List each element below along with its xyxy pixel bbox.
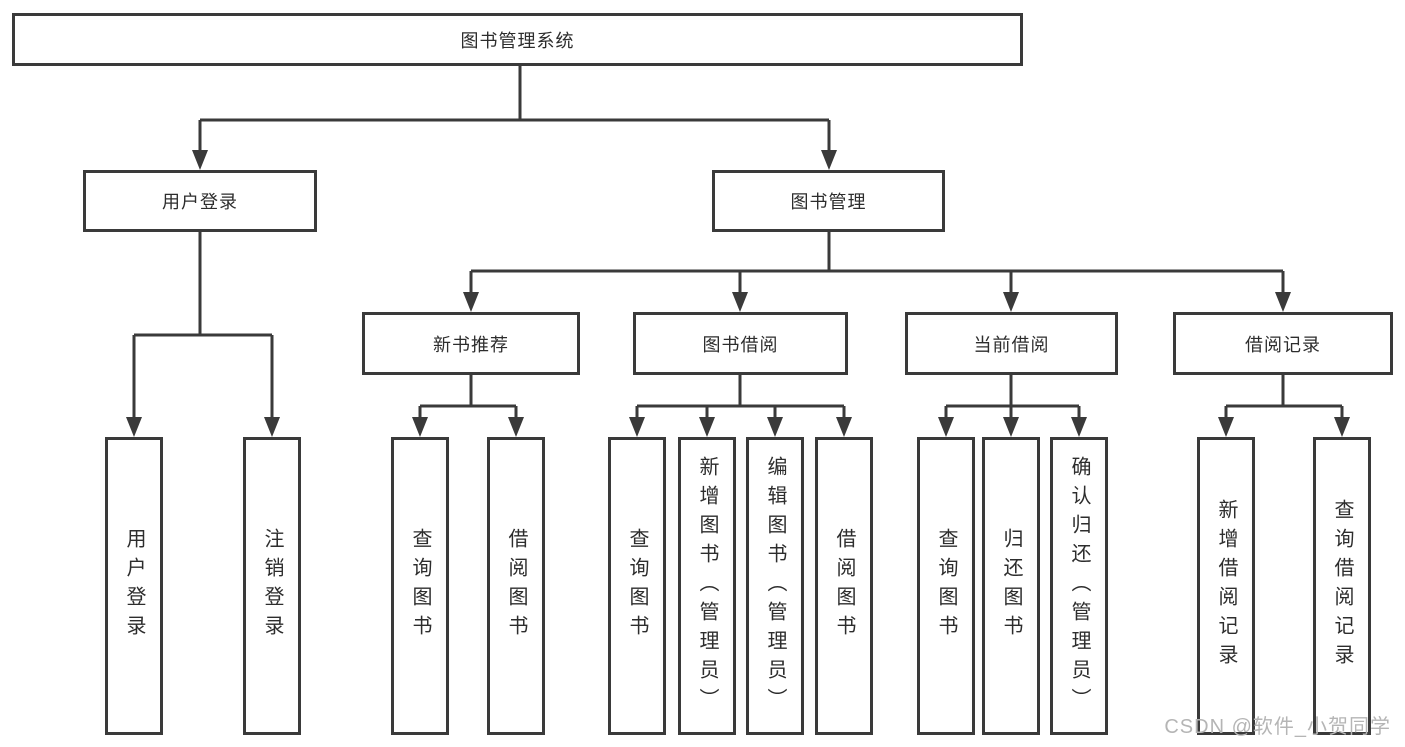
leaf-borrow-query-books: 查询图书 [608,437,666,735]
leaf-logout-label: 注销登录 [261,528,283,644]
leaf-borrow-edit-books-admin: 编辑图书（管理员） [746,437,804,735]
leaf-records-query-record-label: 查询借阅记录 [1331,499,1353,673]
leaf-user-login: 用户登录 [105,437,163,735]
node-new-book-recommend: 新书推荐 [362,312,580,375]
node-user-login-label: 用户登录 [162,192,238,212]
csdn-watermark: CSDN @软件_小贺同学 [1164,716,1391,738]
leaf-borrow-query-books-label: 查询图书 [626,528,648,644]
leaf-recommend-query-books: 查询图书 [391,437,449,735]
leaf-borrow-borrow-books: 借阅图书 [815,437,873,735]
leaf-current-confirm-return-admin: 确认归还（管理员） [1050,437,1108,735]
leaf-borrow-borrow-books-label: 借阅图书 [833,528,855,644]
leaf-recommend-borrow-books: 借阅图书 [487,437,545,735]
leaf-borrow-add-books-admin: 新增图书（管理员） [678,437,736,735]
node-book-management-label: 图书管理 [790,192,867,212]
leaf-current-return-books-label: 归还图书 [1000,528,1022,644]
leaf-recommend-query-books-label: 查询图书 [409,528,431,644]
leaf-borrow-add-books-admin-label: 新增图书（管理员） [696,455,718,717]
leaf-records-query-record: 查询借阅记录 [1313,437,1371,735]
node-current-borrow-label: 当前借阅 [973,334,1050,355]
leaf-current-query-books: 查询图书 [917,437,975,735]
leaf-logout: 注销登录 [243,437,301,735]
node-book-borrow-label: 图书借阅 [702,334,779,355]
node-root-label: 图书管理系统 [460,30,575,51]
node-book-management: 图书管理 [712,170,945,232]
node-current-borrow: 当前借阅 [905,312,1118,375]
node-book-borrow: 图书借阅 [633,312,848,375]
leaf-current-query-books-label: 查询图书 [935,528,957,644]
leaf-user-login-label: 用户登录 [123,528,145,644]
node-new-book-recommend-label: 新书推荐 [433,334,509,355]
node-borrow-records-label: 借阅记录 [1245,334,1321,355]
leaf-recommend-borrow-books-label: 借阅图书 [505,528,527,644]
leaf-records-add-record: 新增借阅记录 [1197,437,1255,735]
leaf-records-add-record-label: 新增借阅记录 [1215,499,1237,673]
leaf-current-return-books: 归还图书 [982,437,1040,735]
leaf-borrow-edit-books-admin-label: 编辑图书（管理员） [764,455,786,717]
node-borrow-records: 借阅记录 [1173,312,1393,375]
node-user-login: 用户登录 [83,170,317,232]
leaf-current-confirm-return-admin-label: 确认归还（管理员） [1068,455,1090,717]
node-root: 图书管理系统 [12,13,1023,66]
